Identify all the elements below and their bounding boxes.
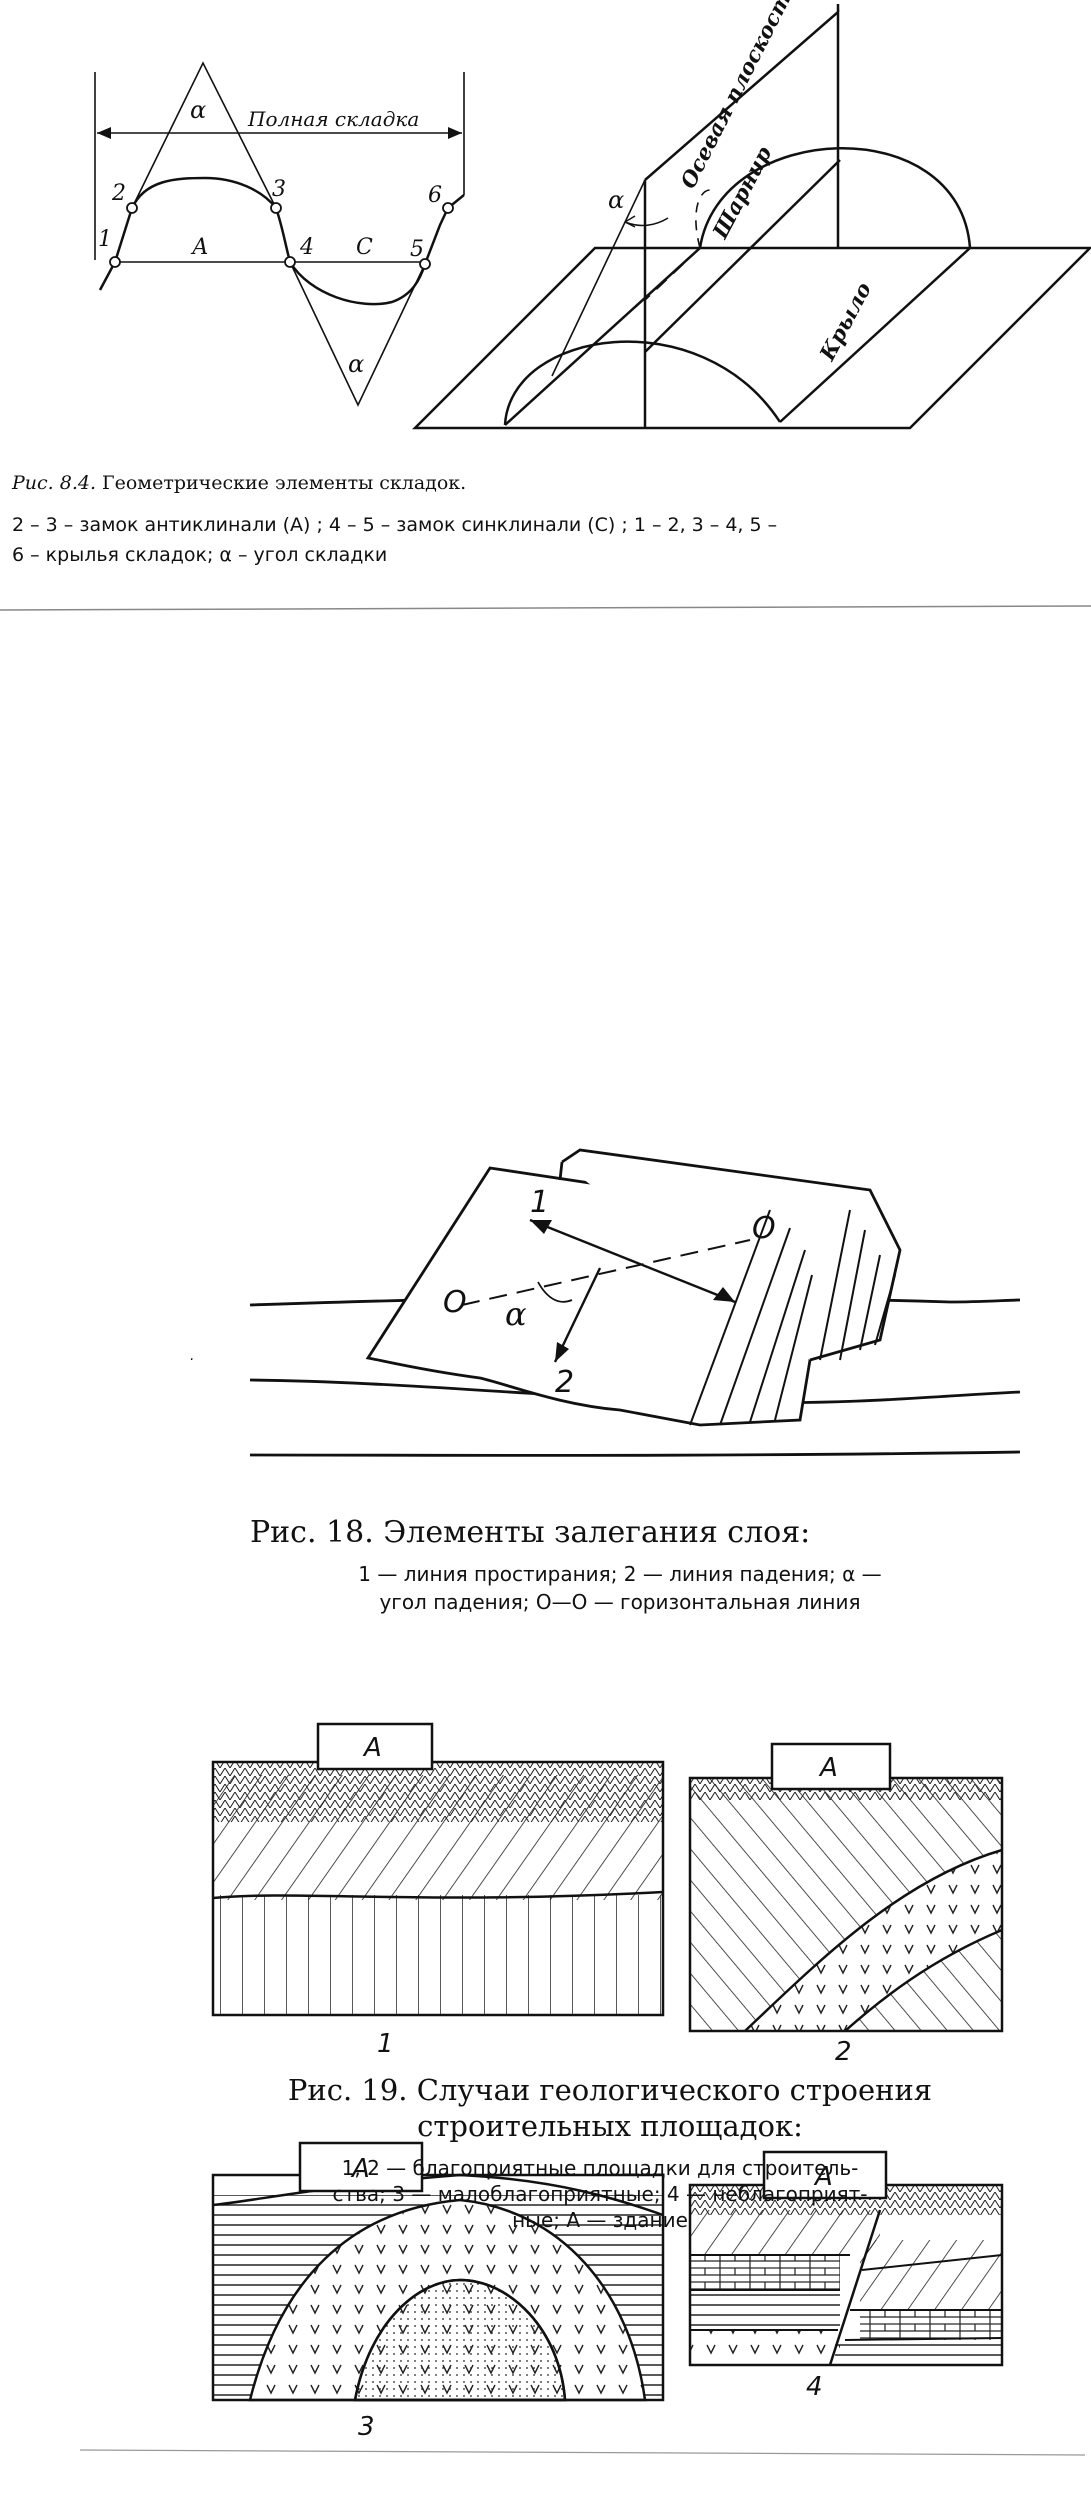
- divider-2: [79, 2449, 1086, 2456]
- fig18-bedding: [249, 1148, 1021, 1457]
- panel-2-number: 2: [835, 2037, 852, 2067]
- fig84-fold-profile: [94, 61, 465, 407]
- syncline-label: С: [356, 235, 373, 260]
- alpha-top-label: α: [190, 96, 206, 124]
- fig18-legend: 1 — линия простирания; 2 — линия падения…: [240, 1560, 1000, 1616]
- dip-angle-label: α: [505, 1295, 527, 1333]
- fig19-labels: А А А А 1 2 3 4: [350, 1733, 852, 2442]
- panel-4-number: 4: [806, 2372, 823, 2402]
- point-2: 2: [111, 181, 126, 206]
- fig19-panel-3: [211, 2141, 665, 2402]
- building-4-label: А: [813, 2162, 833, 2192]
- alpha-block-label: α: [608, 186, 624, 214]
- panel-3-number: 3: [358, 2412, 375, 2442]
- strike-label: 1: [530, 1185, 549, 1220]
- point-5: 5: [410, 237, 424, 262]
- fig84-labels: Полная складка α α 1 2 3 4 5 6 А С: [98, 96, 442, 378]
- point-6: 6: [428, 183, 442, 208]
- fig84-fold-block: [411, 4, 1091, 430]
- building-1: [316, 1722, 434, 1771]
- building-1-label: А: [362, 1733, 382, 1763]
- fig19-caption-line1: Рис. 19. Случаи геологического строения: [287, 2073, 933, 2107]
- fig84-caption-label: Рис. 8.4.: [12, 472, 96, 494]
- building-3: [298, 2141, 424, 2193]
- fig18-legend-line2: угол падения; О—О — горизонтальная линия: [379, 1590, 861, 1614]
- o-right-label: О: [752, 1211, 776, 1246]
- divider-1: [0, 605, 1091, 611]
- fig19-panel-1: [211, 1722, 665, 2017]
- fig84-block-labels: Осевая плоскость Шарнир Крыло α: [608, 0, 876, 365]
- building-4: [762, 2150, 888, 2200]
- o-left-label: О: [443, 1285, 467, 1320]
- limb-label: Крыло: [814, 278, 876, 365]
- fig18-caption: Рис. 18. Элементы залегания слоя:: [250, 1515, 811, 1550]
- point-4: 4: [299, 235, 314, 260]
- fig18-legend-line1: 1 — линия простирания; 2 — линия падения…: [358, 1562, 882, 1586]
- fig19-panel-2: [688, 1742, 1004, 2033]
- alpha-bottom-label: α: [348, 350, 364, 378]
- stray-dot: .: [190, 1348, 194, 1364]
- full-fold-label: Полная складка: [247, 107, 419, 131]
- fig19-caption: Рис. 19. Случаи геологического строения …: [220, 2072, 1000, 2144]
- anticline-label: А: [190, 235, 209, 260]
- fig84-legend: 2 – 3 – замок антиклинали (А) ; 4 – 5 – …: [12, 510, 1091, 570]
- fig18-labels: 1 2 О О α .: [190, 1185, 776, 1400]
- fig19-legend-line3: ные; А — здание: [512, 2208, 688, 2232]
- fig19-legend-line2: ства; 3 — малоблагоприятные; 4 — неблаго…: [332, 2182, 868, 2206]
- point-3: 3: [272, 177, 286, 202]
- dip-label: 2: [555, 1365, 574, 1400]
- fig84-legend-line1: 2 – 3 – замок антиклинали (А) ; 4 – 5 – …: [12, 514, 778, 536]
- fig84-caption: Рис. 8.4. Геометрические элементы складо…: [12, 472, 466, 494]
- point-1: 1: [98, 227, 112, 252]
- fig19-panel-4: [688, 2150, 1004, 2367]
- fig84-caption-text: Геометрические элементы складок.: [102, 472, 467, 494]
- hinge-label: Шарнир: [707, 142, 777, 243]
- axial-plane-label: Осевая плоскость: [675, 0, 802, 192]
- fig19-caption-line2: строительных площадок:: [417, 2109, 803, 2143]
- panel-1-number: 1: [377, 2029, 394, 2059]
- fig19-legend-line1: 1, 2 — благоприятные площадки для строит…: [341, 2156, 859, 2180]
- building-3-label: А: [350, 2154, 370, 2184]
- building-2: [770, 1742, 892, 1791]
- building-2-label: А: [818, 1753, 838, 1783]
- fig84-legend-line2: 6 – крылья складок; α – угол складки: [12, 544, 388, 566]
- fig19-legend: 1, 2 — благоприятные площадки для строит…: [210, 2155, 990, 2233]
